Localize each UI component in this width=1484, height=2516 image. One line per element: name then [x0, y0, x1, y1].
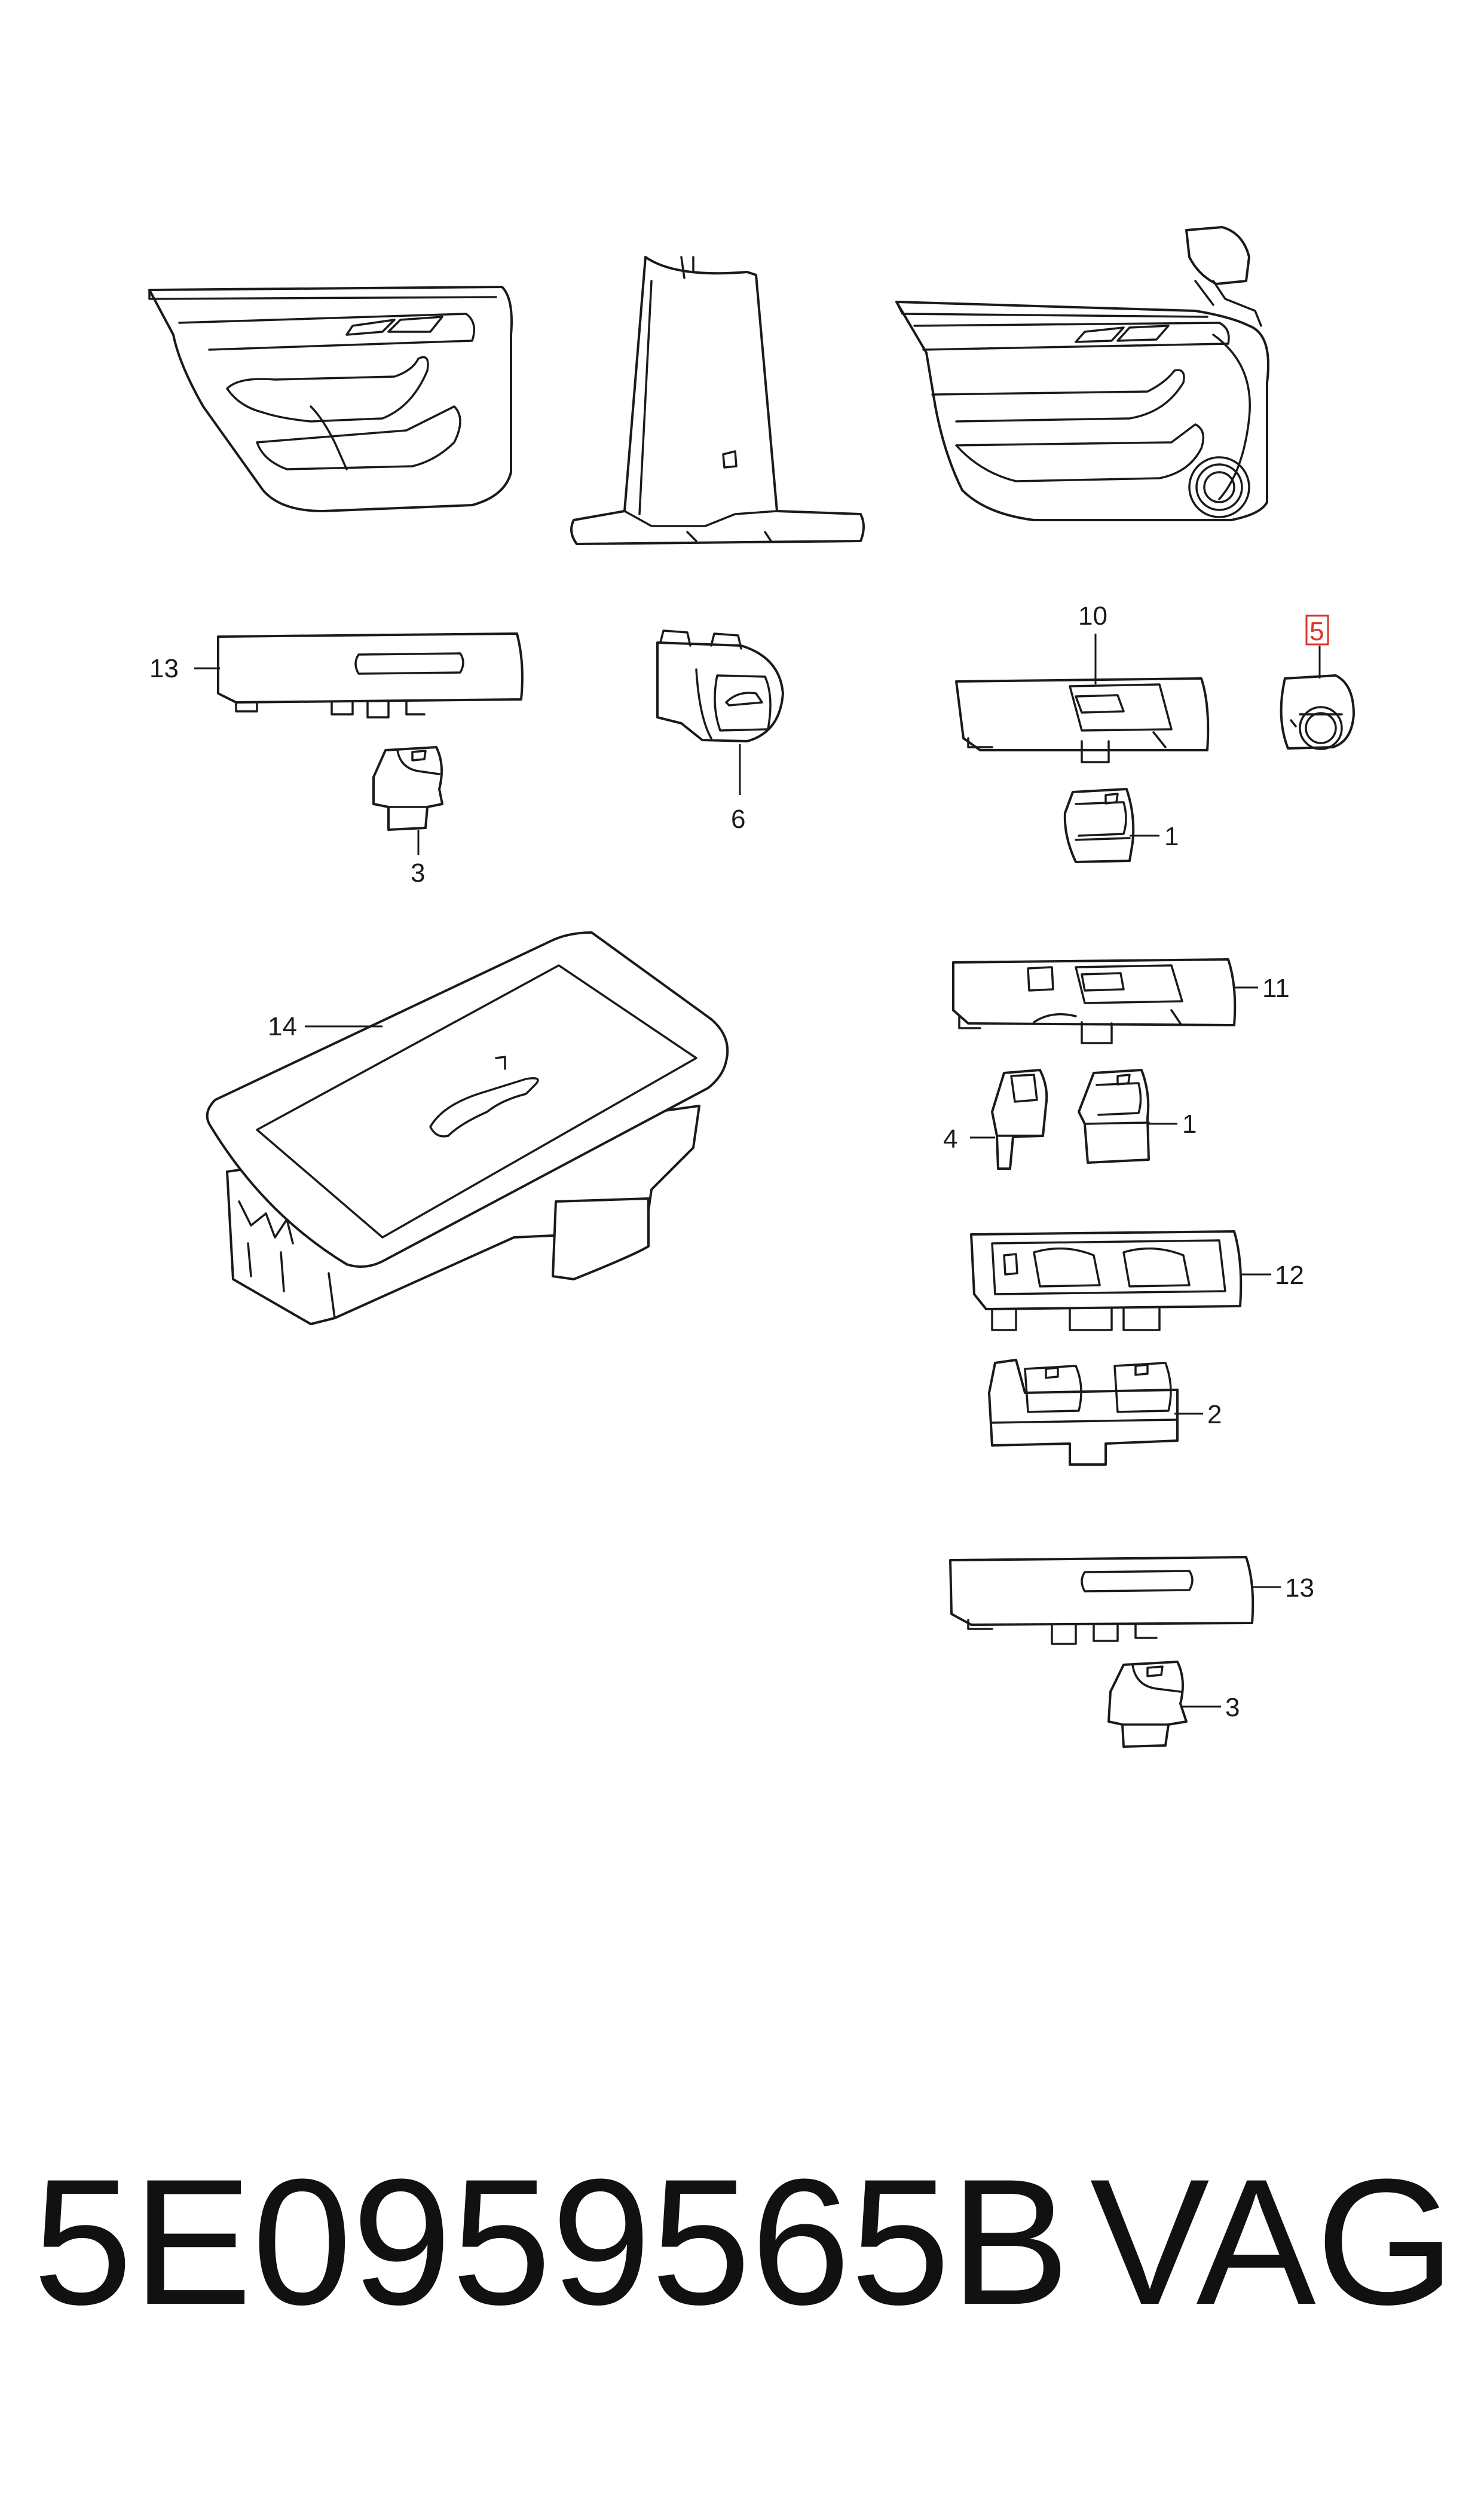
rear-door-trim-panel [148, 286, 513, 512]
switch-trim-12 [970, 1230, 1243, 1331]
callout-3-lower: 3 [1225, 1693, 1240, 1722]
callout-13-upper: 13 [149, 654, 179, 683]
pillar-trim [570, 256, 865, 545]
callout-11: 11 [1262, 974, 1290, 1003]
callout-1-upper: 1 [1164, 822, 1179, 851]
callout-1-middle: 1 [1182, 1109, 1197, 1139]
part-number: 5E0959565B [33, 2141, 1070, 2342]
switch-trim-10 [955, 677, 1210, 763]
callout-6: 6 [731, 805, 745, 834]
callout-10: 10 [1078, 601, 1107, 631]
mirror-adjust-switch-5 [1280, 674, 1355, 750]
callout-13-lower: 13 [1285, 1573, 1314, 1603]
footer: 5E0959565B VAG [33, 2143, 1455, 2340]
callout-labels: 13 3 6 10 1 5 14 11 4 1 12 2 13 3 [149, 601, 1329, 1722]
front-door-trim-panel [895, 226, 1269, 521]
callout-5-highlight-box [1305, 615, 1329, 646]
window-switch-3-lower [1107, 1661, 1188, 1748]
switch-trim-11 [952, 958, 1237, 1044]
switch-trim-13-lower [949, 1556, 1254, 1645]
window-switch-3-upper [372, 746, 443, 831]
callout-12: 12 [1275, 1261, 1304, 1290]
switch-4 [991, 1069, 1048, 1170]
window-switch-2-double [988, 1359, 1179, 1466]
callout-3-upper: 3 [411, 858, 425, 888]
window-switch-1-middle [1078, 1069, 1150, 1164]
callout-2: 2 [1207, 1400, 1222, 1429]
boot-release-switch-6 [656, 629, 784, 742]
callout-14: 14 [268, 1012, 297, 1041]
leader-lines [194, 634, 1321, 1708]
switch-trim-13-upper [217, 632, 524, 719]
window-switch-1-front [1063, 788, 1135, 863]
callout-4: 4 [943, 1124, 957, 1154]
callout-5: 5 [1309, 617, 1324, 646]
boot-switch-14 [206, 931, 729, 1325]
brand-label: VAG [1090, 2141, 1455, 2342]
